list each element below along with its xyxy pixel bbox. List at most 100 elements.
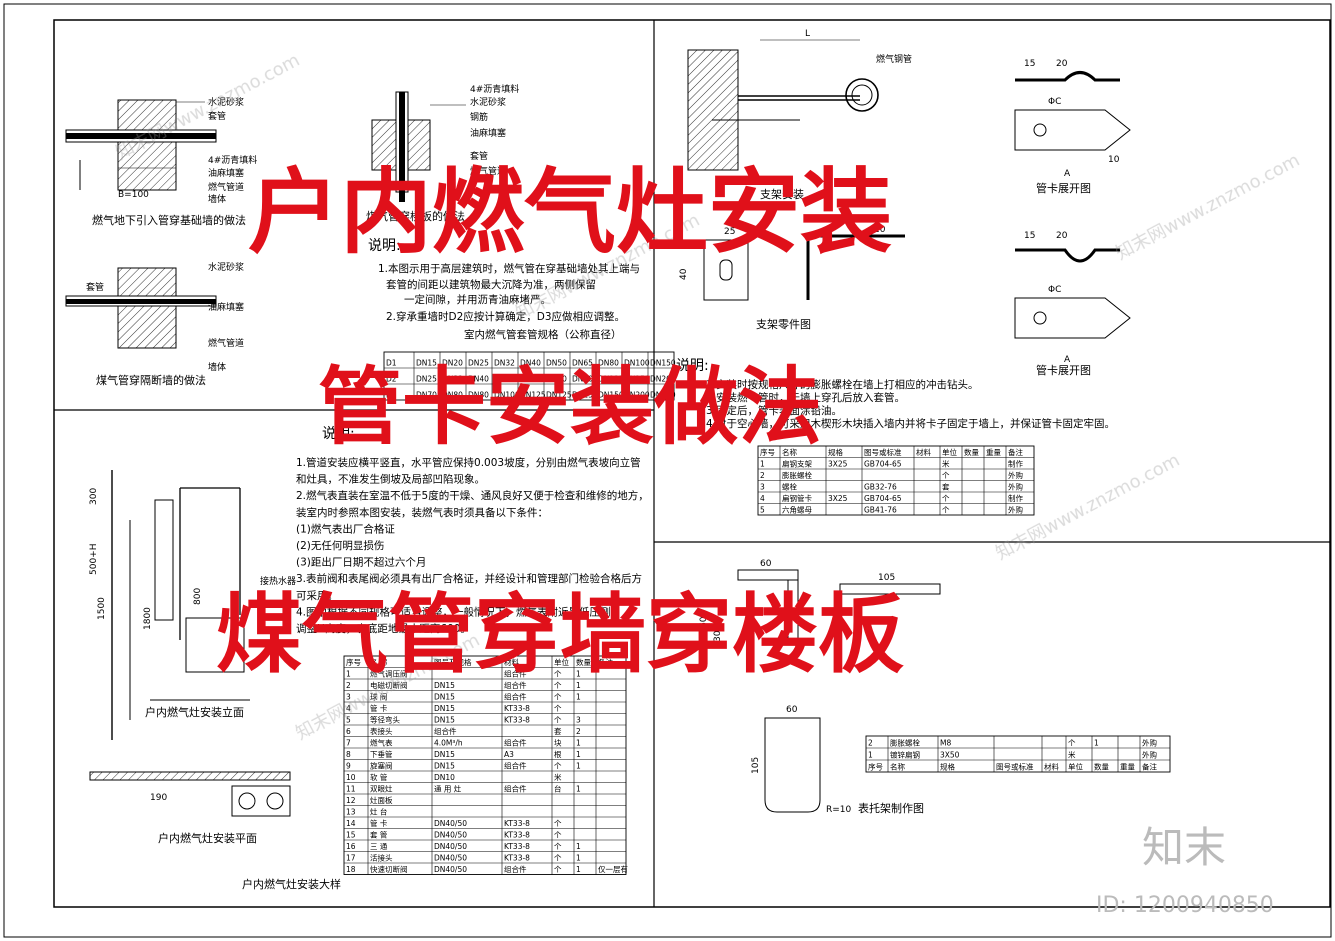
table-cell: GB704-65 [864,460,902,469]
note-line: 1.安装时按规格尺寸的膨胀螺栓在墙上打相应的冲击钻头。 [706,378,979,391]
table-cell: 外购 [1142,738,1157,748]
table-cell: DN25 [416,375,437,384]
caption-partition: 煤气管穿隔断墙的做法 [96,373,206,387]
svg-text:L: L [805,29,810,39]
table-cell: 个 [942,494,950,503]
table-cell: DN10 [434,773,455,782]
table-cell: DN200 [650,375,676,384]
table-cell: KT33-8 [504,716,530,725]
table-cell: DN150 [572,391,598,400]
table-cell: 1 [1094,739,1099,748]
svg-text:燃气管道: 燃气管道 [208,337,244,349]
foundation-wall-detail: B=100 水泥砂浆 套管 4#沥青填料 油麻填塞 燃气管道 墙体 燃气地下引入… [65,96,257,227]
table-header-cell: 图号及规格 [434,657,472,667]
table-header-cell: 图号或标准 [864,447,902,457]
svg-text:A: A [1064,169,1071,179]
note-line: 调整H高度，表底距地最小距离600。 [296,622,471,635]
table-cell: 个 [554,704,562,713]
svg-text:管卡展开图: 管卡展开图 [1036,363,1091,377]
svg-text:水泥砂浆: 水泥砂浆 [208,261,244,273]
table-cell: D1 [386,359,397,368]
table-cell: 等径弯头 [370,715,400,725]
table-cell: DN15 [416,359,437,368]
table-header-cell: 序号 [760,447,775,457]
svg-text:20: 20 [1056,231,1068,241]
svg-text:4#沥青填料: 4#沥青填料 [208,154,257,166]
svg-text:墙体: 墙体 [208,193,226,205]
table-cell: DN150 [650,359,676,368]
svg-text:表托架制作图: 表托架制作图 [858,801,924,815]
meter-bracket: 60 105 60 30 60 105 R=10 表托架制作图 [699,559,941,815]
svg-text:知末网www.znzmo.com: 知末网www.znzmo.com [1112,150,1303,265]
clamp-unfold: 15 20 15 20 ΦC ΦC A A 10 管卡展开图 管卡展开图 [1014,59,1131,377]
svg-text:燃气钢管: 燃气钢管 [876,53,912,65]
table-cell: 表接头 [370,726,393,736]
caption-detail: 户内燃气灶安装大样 [242,877,341,891]
table-cell: 3 [346,693,351,702]
table-cell: KT33-8 [504,842,530,851]
table-cell: 个 [554,716,562,725]
table-cell: 1 [576,750,581,759]
table-cell: 双眼灶 [370,784,393,794]
table-cell: DN150 [598,391,624,400]
table-cell: DN15 [434,704,455,713]
table-cell: KT33-8 [504,854,530,863]
table-cell: KT33-8 [504,704,530,713]
table-header-cell: 名称 [782,447,797,457]
table-cell: 材料 [1044,762,1060,772]
table-cell: 个 [554,681,562,690]
table-cell: 组合件 [504,864,527,874]
table-cell: 个 [554,762,562,771]
svg-text:套管的间距以建筑物最大沉降为准，两侧保留: 套管的间距以建筑物最大沉降为准，两侧保留 [386,278,596,291]
table-cell: 组合件 [434,726,457,736]
title-line-2: 管卡安装做法 [318,357,822,456]
svg-text:15: 15 [1024,59,1035,69]
table-header-cell: 材料 [504,657,519,667]
table-cell: 个 [1068,739,1076,748]
svg-text:管卡展开图: 管卡展开图 [1036,181,1091,195]
table-cell: 10 [346,773,356,782]
table-cell: 外购 [1008,470,1023,480]
table-cell: 燃气表 [370,738,393,748]
table-header-cell: 备注 [1008,447,1023,457]
table-cell: 外购 [1142,750,1157,760]
table-cell: 3 [576,716,581,725]
svg-text:10: 10 [1108,155,1120,165]
table-cell: 六角螺母 [782,505,812,515]
note-line: 3.固定后，管卡表面涂铅油。 [706,404,842,417]
note-line: (1)燃气表出厂合格证 [296,522,395,535]
table-cell: 下垂管 [370,749,393,759]
table-cell: 2 [760,471,765,480]
table-cell: 5 [760,506,765,515]
table-cell: 个 [942,471,950,480]
table-cell: DN125 [546,391,572,400]
svg-text:60: 60 [760,559,772,569]
table-cell: 管 卡 [370,818,388,828]
table-cell: DN40/50 [434,854,467,863]
table-cell: 7 [346,739,351,748]
table-cell: 1 [576,739,581,748]
table-cell: 电磁切断阀 [370,680,408,690]
table-cell: 套 管 [370,830,388,840]
table-cell: 序号 [868,762,883,772]
table-cell: 个 [554,831,562,840]
note-line: 4.图中根据不同规格可适当调整，一般情况下，燃气表附近是低压侧， [296,605,621,618]
table-cell: 个 [554,842,562,851]
svg-text:钢筋: 钢筋 [470,111,488,123]
table-cell: DN65 [520,375,541,384]
table-cell: GB41-76 [864,506,897,515]
table-cell: 名称 [890,762,905,772]
caption-slab: 煤气管穿楼板的做法 [366,209,465,223]
note-line: 1.管道安装应横平竖直，水平管应保持0.003坡度，分别由燃气表坡向立管 [296,456,641,469]
table-cell: 1 [576,693,581,702]
table-header-cell: 单位 [942,447,957,457]
table-cell: 套 [942,482,950,492]
table-cell: 1 [868,751,873,760]
table-cell: 三 通 [370,841,388,851]
svg-text:ΦC: ΦC [1048,285,1061,295]
table-cell: 外购 [1008,505,1023,515]
table-cell: 1 [576,785,581,794]
